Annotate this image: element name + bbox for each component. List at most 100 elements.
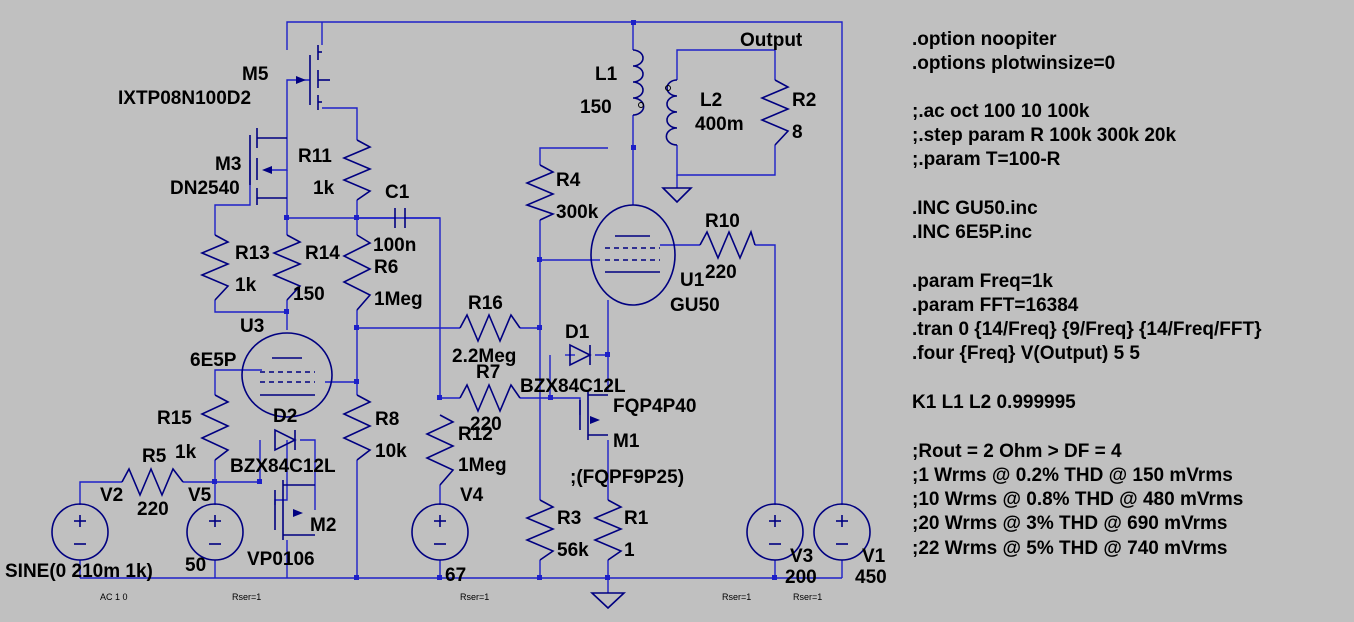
m2-value: VP0106 [247,549,315,570]
directive-line: .options plotwinsize=0 [912,53,1115,74]
u1-name: U1 [680,270,705,291]
r14-name: R14 [305,243,340,264]
diode-d1[interactable] [569,343,592,367]
spice-directives[interactable]: .option noopiter .options plotwinsize=0 … [912,29,1262,559]
r5-name: R5 [142,446,167,467]
r5-value: 220 [137,499,169,520]
rser-label: Rser=1 [793,592,822,602]
source-v5 [186,503,244,561]
net-label-output: Output [740,30,803,51]
voltage-sources[interactable] [51,503,871,561]
v1-value: 450 [855,567,887,588]
r7-value: 220 [470,414,502,435]
r1-name: R1 [624,508,649,529]
v3-value: 200 [785,567,817,588]
v2-value: SINE(0 210m 1k) [5,561,153,582]
tube-u3[interactable] [241,332,333,418]
l2-name: L2 [700,90,722,111]
v4-value: 67 [445,565,466,586]
directive-line: ;.param T=100-R [912,149,1061,170]
resistor-r10 [699,229,756,261]
r2-value: 8 [792,122,803,143]
m3-value: DN2540 [170,178,240,199]
mosfet-m3[interactable] [249,128,287,205]
v5-name: V5 [188,485,212,506]
u3-value: 6E5P [190,350,237,371]
resistors[interactable] [121,79,791,561]
l1-value: 150 [580,97,612,118]
r6-value: 1Meg [374,289,423,310]
m2-name: M2 [310,515,336,536]
resistor-r3 [524,499,556,561]
m3-name: M3 [215,154,241,175]
resistor-r11 [341,139,373,201]
r15-name: R15 [157,408,192,429]
rser-label: Rser=1 [460,592,489,602]
u3-name: U3 [240,316,264,337]
rser-label: Rser=1 [722,592,751,602]
r10-value: 220 [705,262,737,283]
tube-u1[interactable] [590,204,676,306]
wires [79,21,843,593]
r11-value: 1k [313,178,335,199]
l2-value: 400m [695,114,744,135]
rser-label: Rser=1 [232,592,261,602]
r13-value: 1k [235,275,257,296]
r4-name: R4 [556,170,581,191]
r8-value: 10k [375,441,407,462]
c1-name: C1 [385,182,410,203]
resistor-r1 [592,499,624,561]
r3-name: R3 [557,508,581,529]
d2-name: D2 [273,406,297,427]
resistor-r12 [425,414,455,486]
r6-name: R6 [374,257,398,278]
v2-ac: AC 1 0 [100,592,128,602]
v4-name: V4 [460,485,484,506]
directive-line: ;.ac oct 100 10 100k [912,101,1090,122]
mosfet-m2[interactable] [274,480,315,540]
r7-name: R7 [476,362,500,383]
directive-line: ;22 Wrms @ 5% THD @ 740 mVrms [912,538,1228,559]
u1-value: GU50 [670,295,720,316]
v2-name: V2 [100,485,123,506]
r16-name: R16 [468,293,503,314]
r8-name: R8 [375,409,399,430]
component-labels: Output M5 IXTP08N100D2 M3 DN2540 R11 1k … [5,30,887,602]
inductor-l2[interactable] [665,79,678,146]
l1-name: L1 [595,64,618,85]
r14-value: 150 [293,284,325,305]
resistor-r5 [121,466,184,498]
c1-value: 100n [373,235,416,256]
r2-name: R2 [792,90,816,111]
mosfet-m1[interactable] [579,390,608,440]
directive-line: ;1 Wrms @ 0.2% THD @ 150 mVrms [912,465,1233,486]
r13-name: R13 [235,243,270,264]
resistor-r14 [271,234,303,301]
m1-name: M1 [613,431,640,452]
m5-name: M5 [242,64,269,85]
mosfet-m5[interactable] [296,45,330,110]
directive-line: .param FFT=16384 [912,295,1079,316]
inductor-l1[interactable] [632,49,645,116]
v1-name: V1 [862,546,886,567]
m5-value: IXTP08N100D2 [118,88,251,109]
r16-value: 2.2Meg [452,346,516,367]
d2-value: BZX84C12L [230,456,336,477]
r10-name: R10 [705,211,740,232]
resistor-r2 [759,79,791,146]
directive-line: .INC GU50.inc [912,198,1038,219]
directive-line: .option noopiter [912,29,1057,50]
resistor-r8 [342,394,372,461]
directive-line: .param Freq=1k [912,271,1053,292]
d1-value: BZX84C12L [520,376,626,397]
resistor-r16 [459,312,521,344]
r1-value: 1 [624,540,635,561]
resistor-r4 [524,164,556,221]
diode-d2[interactable] [274,428,297,452]
directive-line: ;10 Wrms @ 0.8% THD @ 480 mVrms [912,489,1243,510]
resistor-r13 [199,234,231,301]
capacitor-c1[interactable] [394,208,406,228]
r12-value: 1Meg [458,455,507,476]
